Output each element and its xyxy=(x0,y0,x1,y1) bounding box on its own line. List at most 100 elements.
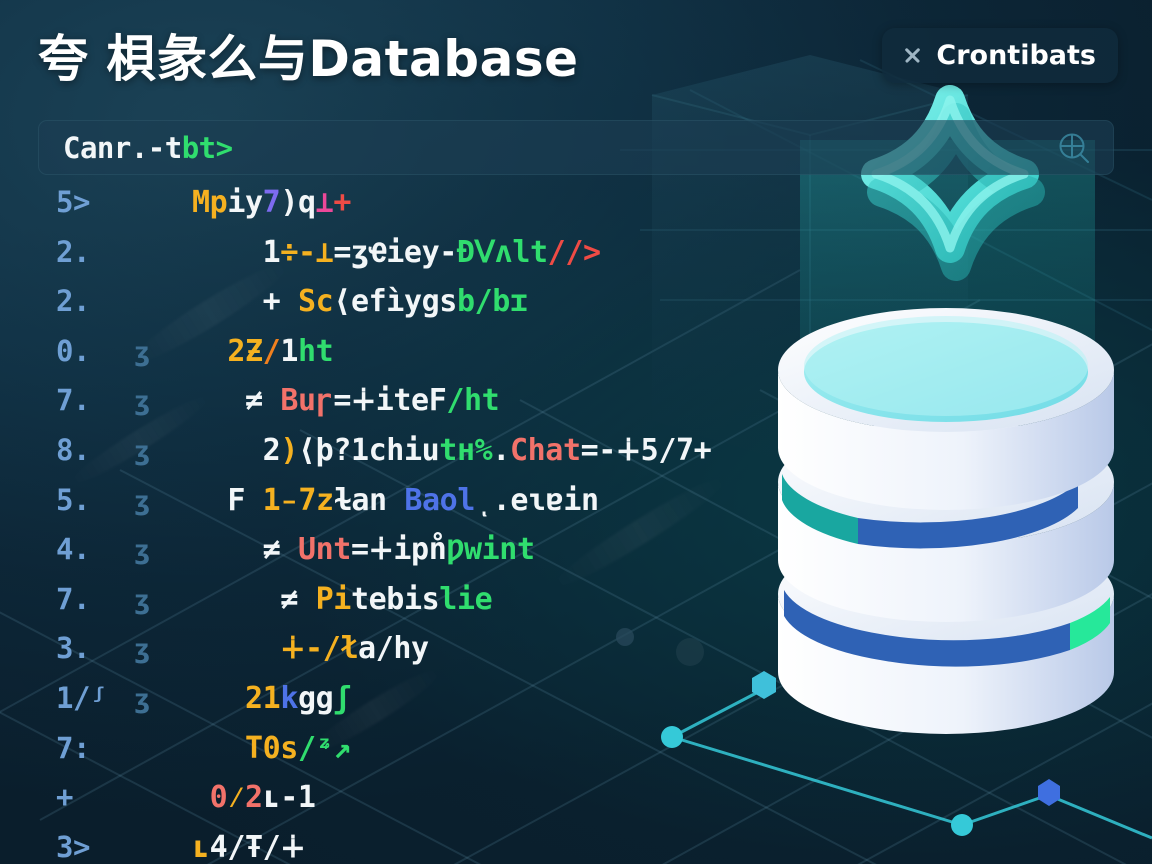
command-segment-0: Canr.-t xyxy=(63,130,182,165)
code-line[interactable]: 3.ʒ ∔-/ła/hy xyxy=(38,624,1128,674)
line-number: 2. xyxy=(56,284,91,319)
code-line-source: 2Ƶ/1ht xyxy=(192,327,1128,377)
code-line[interactable]: 2. 1÷-⊥=ʒҼiey-ƉⅤʌlt//> xyxy=(38,228,1128,278)
code-token: Baol xyxy=(404,482,476,518)
code-token: gg xyxy=(297,680,334,716)
code-line[interactable]: 5.ʒ F 1̵7zɫan Baolͺ.eɩɐin xyxy=(38,476,1128,526)
code-token: ≠ xyxy=(192,581,316,617)
code-line[interactable]: 0. ʒ 2Ƶ/1ht xyxy=(38,327,1128,377)
code-token: 1 xyxy=(280,333,298,369)
code-token: ÷ xyxy=(280,234,298,270)
db-disc-top xyxy=(778,308,1114,510)
code-token: ⟨þ?1chiu xyxy=(297,432,440,468)
code-editor[interactable]: 5>Mpiy7)q⊥+2. 1÷-⊥=ʒҼiey-ƉⅤʌlt//>2. + Sc… xyxy=(38,178,1128,864)
code-token: ∔-/ xyxy=(192,631,341,667)
code-token: b/bɪ xyxy=(456,284,528,320)
code-line-source: ∔-/ła/hy xyxy=(192,624,1128,674)
code-line[interactable]: 7.ʒ ≠ Buɼ=∔iteF/ht xyxy=(38,376,1128,426)
code-line[interactable]: 7.ʒ ≠ Pitebislie xyxy=(38,575,1128,625)
page-title: 夸 梖彖么与Database xyxy=(38,30,579,88)
code-token: Ҽiey- xyxy=(368,234,458,270)
indent-guide: ʒ xyxy=(134,336,150,368)
code-token: ͺ.eɩɐin xyxy=(475,482,599,518)
line-number: 7. xyxy=(56,581,91,616)
command-segment-1: bt xyxy=(181,130,216,165)
status-badge-label: Crontibats xyxy=(936,39,1096,71)
code-token: ƉⅤʌlt xyxy=(456,234,548,270)
code-token: // xyxy=(547,234,584,270)
code-token: ) xyxy=(280,432,298,468)
indent-guide: ʒ xyxy=(134,683,150,715)
command-input-value[interactable]: Canr.-tbt> xyxy=(63,131,233,165)
grid-node xyxy=(951,814,973,836)
status-badge[interactable]: Crontibats xyxy=(882,27,1118,83)
code-token: 21 xyxy=(192,680,281,716)
code-line-source: T0s/ᶽ↗ xyxy=(192,724,1128,774)
code-token: Pi xyxy=(315,581,352,617)
code-token: Mp xyxy=(192,185,228,220)
code-token: T0s xyxy=(192,730,298,766)
code-token: 2 xyxy=(244,780,263,816)
code-token: =∔ipn̊ xyxy=(350,532,447,568)
code-token: / xyxy=(297,730,316,766)
code-token: 7 xyxy=(262,185,281,220)
code-token: Chat xyxy=(509,432,581,468)
code-token: / xyxy=(262,333,281,369)
code-token: 4/Ŧ/∔ xyxy=(209,829,306,864)
code-token: + xyxy=(192,284,298,320)
code-line-source: F 1̵7zɫan Baolͺ.eɩɐin xyxy=(192,476,1128,526)
grid-node xyxy=(661,726,683,748)
code-line-source: Mpiy7)q⊥+ xyxy=(192,178,1128,228)
code-token: a/hy xyxy=(358,631,429,667)
indent-guide: ʒ xyxy=(134,435,150,467)
code-line[interactable]: 5> Mpiy7)q⊥+ xyxy=(38,178,1128,228)
code-token: -⊥ xyxy=(297,234,334,270)
code-token: ≠ xyxy=(192,532,298,568)
code-token: ht xyxy=(298,333,334,369)
code-token: . xyxy=(492,432,510,468)
command-input-bar[interactable]: Canr.-tbt> xyxy=(38,120,1114,175)
code-line[interactable]: + 0⁄2ʟ-1 xyxy=(38,773,1128,823)
indent-guide: ʒ xyxy=(134,634,150,666)
code-token: > xyxy=(583,234,601,270)
code-token: iy xyxy=(227,185,263,220)
code-line-source: 0⁄2ʟ-1 xyxy=(192,773,1128,823)
line-number: 4. xyxy=(56,532,91,567)
code-line[interactable]: 4. ʒ ≠ Unt=∔ipn̊Ƿwint xyxy=(38,525,1128,575)
code-token: tн% xyxy=(439,432,493,468)
code-line[interactable]: 2. + Sc⟨efìygsb/bɪ xyxy=(38,277,1128,327)
code-token: 2Ƶ xyxy=(192,333,263,369)
code-token: ᶽ↗ xyxy=(315,730,352,766)
line-number: 2. xyxy=(56,234,91,269)
code-token: =ʒ xyxy=(333,234,369,270)
search-globe-icon[interactable] xyxy=(1057,131,1091,165)
line-number: 5> xyxy=(56,185,91,219)
line-number: 0. xyxy=(56,333,91,368)
code-token: ł xyxy=(340,631,359,667)
code-line-source: 21kggʃ xyxy=(192,674,1128,724)
line-number: + xyxy=(56,780,74,815)
code-token: ≠ xyxy=(192,383,281,419)
code-line[interactable]: 8.ʒ 2)⟨þ?1chiutн%.Chat=-∔5/7+ xyxy=(38,426,1128,476)
indent-guide: ʒ xyxy=(134,535,150,567)
code-token: Unt xyxy=(297,532,351,568)
header-bar: 夸 梖彖么与Database Crontibats xyxy=(0,0,1152,110)
line-number: 7: xyxy=(56,730,91,765)
code-token: F xyxy=(192,482,263,518)
code-token: )q xyxy=(280,185,316,220)
code-line[interactable]: 3> ʟ4/Ŧ/∔ xyxy=(38,823,1128,864)
code-token: =∔iteF xyxy=(333,383,447,419)
code-token: 0 xyxy=(192,780,228,816)
code-line-source: ≠ Unt=∔ipn̊Ƿwint xyxy=(192,525,1128,575)
line-number: 3> xyxy=(56,829,91,864)
code-token: lie xyxy=(439,581,493,617)
code-token: Buɼ xyxy=(280,383,334,419)
code-line-source: + Sc⟨efìygsb/bɪ xyxy=(192,277,1128,327)
code-token: ⟨efìygs xyxy=(333,284,457,320)
close-icon[interactable] xyxy=(902,45,922,65)
code-line[interactable]: 7: T0s/ᶽ↗ xyxy=(38,724,1128,774)
code-token: ʃ xyxy=(333,680,351,716)
code-token: Sc xyxy=(297,284,334,320)
code-token: ʟ xyxy=(192,829,210,864)
